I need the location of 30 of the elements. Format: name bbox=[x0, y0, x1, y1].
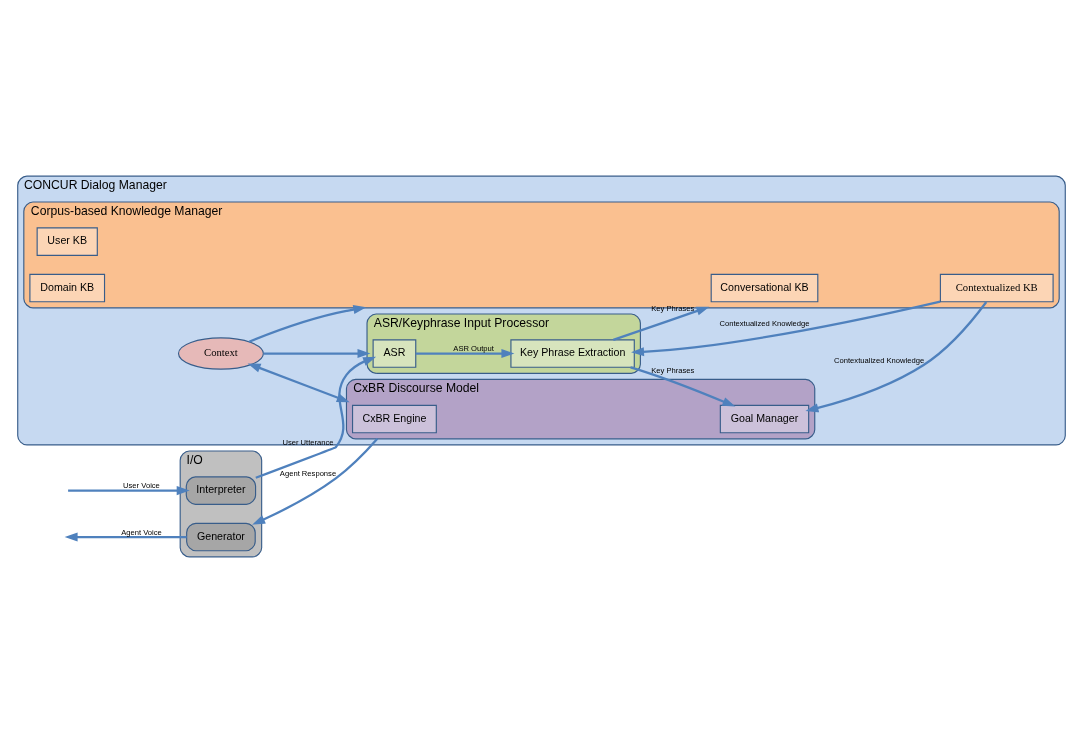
arrow bbox=[64, 532, 187, 542]
node-box: Key Phrase Extraction bbox=[510, 338, 635, 368]
node-box: User KB bbox=[36, 226, 98, 256]
node-box: Goal Manager bbox=[719, 404, 810, 433]
edge-label: ASR Output bbox=[453, 343, 494, 353]
node-box: CxBR Engine bbox=[352, 404, 437, 433]
arrow bbox=[631, 299, 941, 356]
arrow bbox=[255, 356, 377, 479]
arrow bbox=[612, 306, 710, 341]
arrow bbox=[415, 348, 515, 358]
arrow bbox=[247, 362, 350, 402]
edge-label: Contextualized Knowledge bbox=[719, 318, 810, 328]
arrow bbox=[805, 300, 988, 412]
node-box: Domain KB bbox=[29, 273, 106, 302]
arrow bbox=[252, 437, 379, 525]
node-box: Generator bbox=[186, 522, 256, 551]
arrow bbox=[68, 485, 190, 495]
arrow bbox=[248, 304, 367, 343]
edge-label: User Voice bbox=[123, 480, 160, 490]
edge-label: Contextualized Knowledge bbox=[834, 355, 925, 365]
node-box: Interpreter bbox=[185, 475, 257, 505]
node-box: ASR bbox=[372, 338, 417, 368]
edge-label: Key Phrases bbox=[651, 365, 695, 375]
node-box: Contextualized KB bbox=[939, 273, 1054, 302]
node-box: Conversational KB bbox=[710, 273, 819, 302]
arrow bbox=[630, 365, 736, 407]
edge-label: Agent Voice bbox=[121, 527, 162, 537]
edge-label: Agent Response bbox=[279, 468, 337, 478]
edge-label: User Utterance bbox=[282, 437, 334, 447]
arrow bbox=[263, 348, 371, 358]
